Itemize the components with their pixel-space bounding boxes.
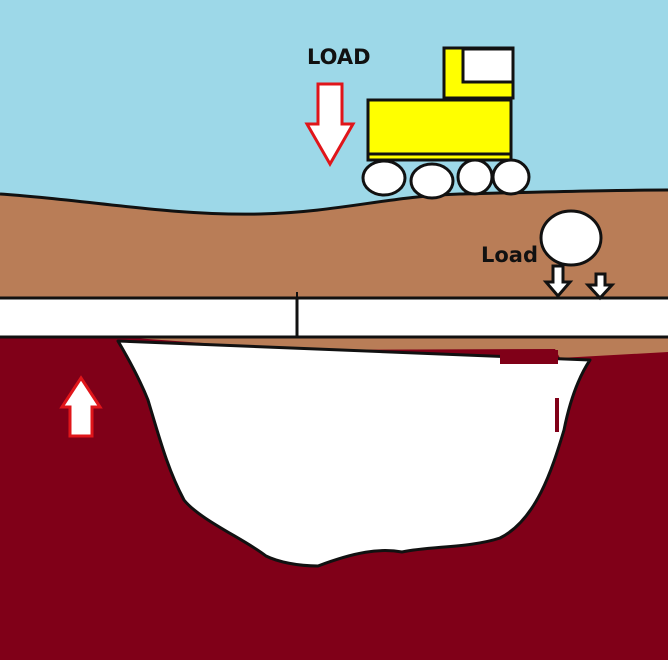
load-label-small: Load (481, 243, 538, 267)
down-arrow-icon (304, 82, 356, 168)
ground-surface-line (0, 188, 668, 216)
slab (0, 296, 668, 339)
load-label-top: LOAD (307, 45, 371, 69)
small-down-arrow-icon-1 (542, 264, 574, 299)
void-rim-stain-small (555, 398, 559, 432)
boulder-icon (539, 209, 603, 267)
subsurface-void (116, 339, 592, 568)
small-down-arrow-icon-2 (584, 272, 616, 301)
tracked-vehicle-icon (361, 46, 531, 200)
up-arrow-icon (59, 375, 103, 438)
soil-sliver (120, 337, 668, 358)
void-rim-stain (500, 350, 558, 364)
